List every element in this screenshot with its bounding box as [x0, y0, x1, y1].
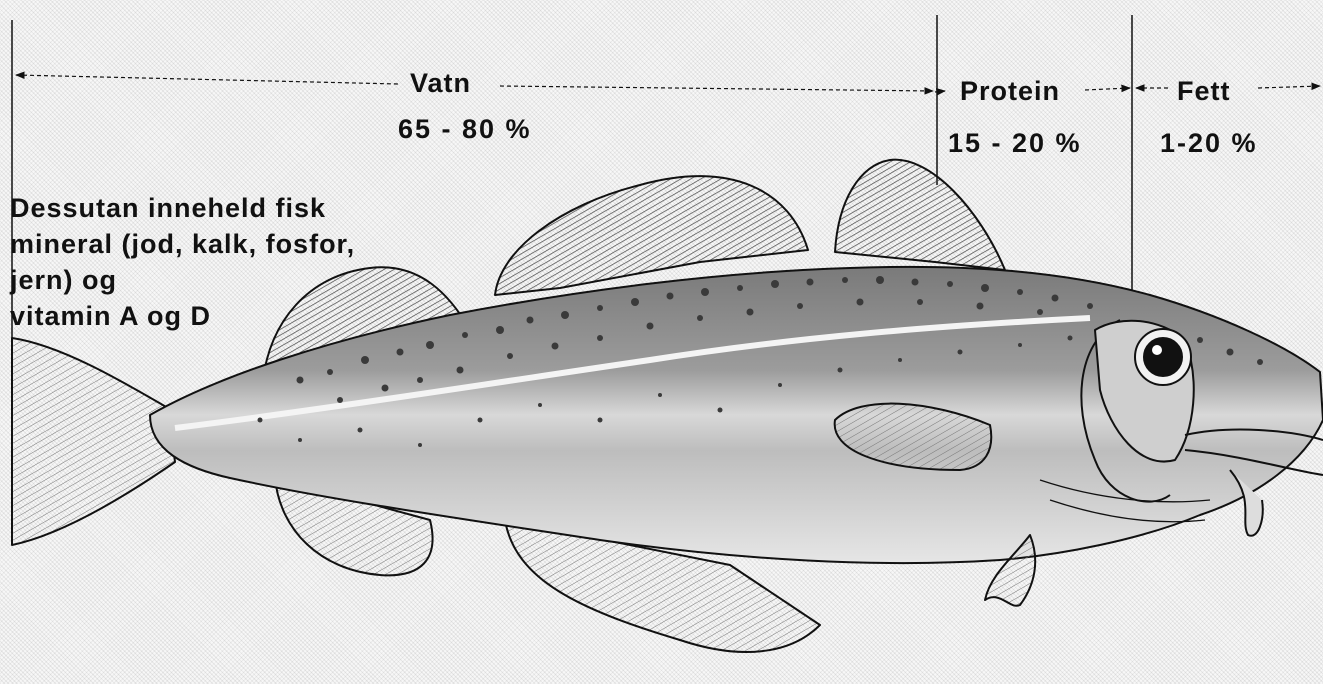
- fish-spot: [797, 303, 803, 309]
- fish-spot: [297, 377, 304, 384]
- eye-pupil: [1144, 338, 1182, 376]
- fish-spot: [1227, 349, 1234, 356]
- vatn-label: Vatn: [410, 70, 471, 97]
- fish-spot: [337, 397, 343, 403]
- fett-range: 1-20 %: [1160, 130, 1258, 157]
- fish-spot: [737, 285, 743, 291]
- fish-spot: [507, 353, 513, 359]
- fish-spot: [1197, 337, 1203, 343]
- fish-spot: [771, 280, 779, 288]
- fish-spot: [1037, 309, 1043, 315]
- fish-spot: [496, 326, 504, 334]
- fish-spot: [258, 418, 263, 423]
- fish-spot: [667, 293, 674, 300]
- fish-spot: [527, 317, 534, 324]
- fish-spot: [631, 298, 639, 306]
- fish-spot: [478, 418, 483, 423]
- fish-spot: [426, 341, 434, 349]
- fish-spot: [358, 428, 363, 433]
- protein-label: Protein: [960, 78, 1060, 105]
- fish-spot: [1068, 336, 1073, 341]
- fish-spot: [912, 279, 919, 286]
- vatn-range: 65 - 80 %: [398, 116, 532, 143]
- fish-spot: [857, 299, 864, 306]
- mineral-vitamin-note: Dessutan inneheld fisk mineral (jod, kal…: [10, 190, 470, 334]
- fish-spot: [658, 393, 662, 397]
- fish-spot: [1052, 295, 1059, 302]
- fish-spot: [778, 383, 782, 387]
- protein-arrow-right: [1085, 88, 1130, 90]
- fish-spot: [842, 277, 848, 283]
- note-line-2: mineral (jod, kalk, fosfor,: [10, 226, 470, 262]
- fish-spot: [697, 315, 703, 321]
- fish-spot: [457, 367, 464, 374]
- fish-spot: [597, 335, 603, 341]
- eye-highlight: [1152, 345, 1162, 355]
- fish-spot: [981, 284, 989, 292]
- fish-spot: [958, 350, 963, 355]
- fish-spot: [647, 323, 654, 330]
- fish-spot: [947, 281, 953, 287]
- fish-spot: [1257, 359, 1263, 365]
- vatn-arrow-left: [16, 75, 398, 84]
- fish-spot: [598, 418, 603, 423]
- note-line-4: vitamin A og D: [10, 298, 470, 334]
- fish-spot: [298, 438, 302, 442]
- protein-range: 15 - 20 %: [948, 130, 1082, 157]
- fish-spot: [538, 403, 542, 407]
- fish-spot: [876, 276, 884, 284]
- tail-fin: [12, 338, 175, 545]
- fish-spot: [382, 385, 389, 392]
- fish-spot: [397, 349, 404, 356]
- fish-spot: [597, 305, 603, 311]
- fish-spot: [327, 369, 333, 375]
- fish-spot: [977, 303, 984, 310]
- fish-spot: [361, 356, 369, 364]
- fish-spot: [898, 358, 902, 362]
- range-arrows: [16, 75, 1320, 91]
- fish-spot: [417, 377, 423, 383]
- fish-spot: [917, 299, 923, 305]
- fett-label: Fett: [1177, 78, 1231, 105]
- third-dorsal-fin: [835, 160, 1005, 270]
- fish-spot: [1018, 343, 1022, 347]
- note-line-1: Dessutan inneheld fisk: [10, 190, 470, 226]
- fish-spot: [1017, 289, 1023, 295]
- fett-arrow-right: [1258, 86, 1320, 88]
- fish-spot: [1087, 303, 1093, 309]
- fish-spot: [807, 279, 814, 286]
- vatn-arrow-right: [500, 86, 933, 91]
- fish-spot: [747, 309, 754, 316]
- fish-spot: [418, 443, 422, 447]
- fish-spot: [718, 408, 723, 413]
- fish-spot: [552, 343, 559, 350]
- fish-spot: [701, 288, 709, 296]
- note-line-3: jern) og: [10, 262, 470, 298]
- fish-spot: [838, 368, 843, 373]
- fish-spot: [561, 311, 569, 319]
